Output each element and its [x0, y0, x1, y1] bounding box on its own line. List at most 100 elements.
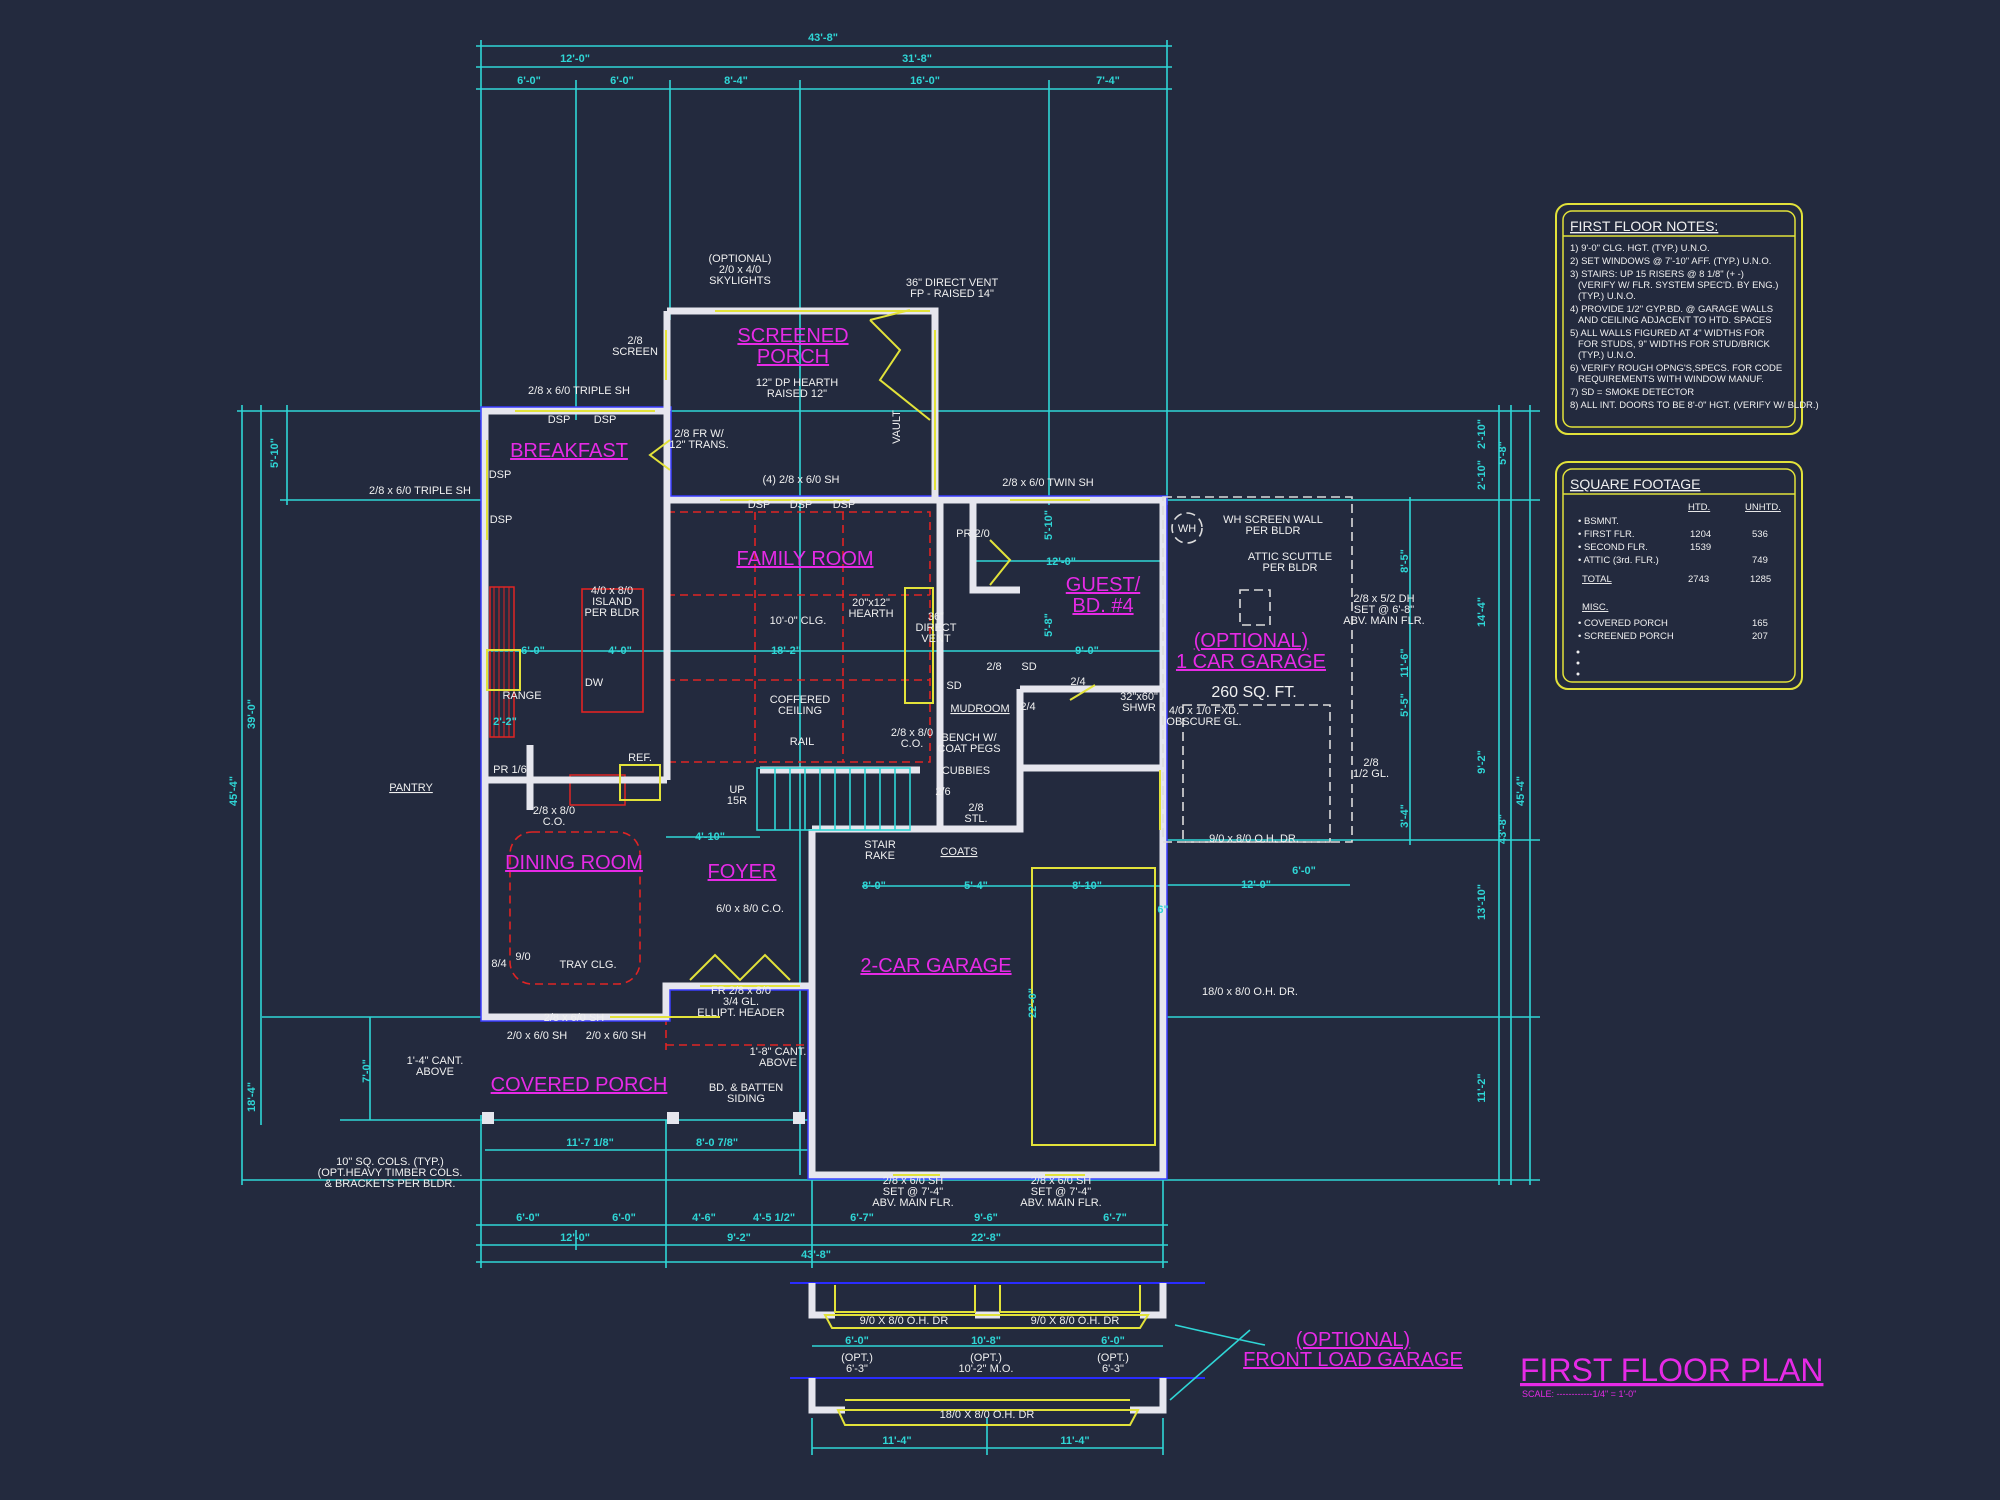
annotation-text: 9/0 X 8/0 O.H. DR	[1031, 1315, 1120, 1327]
annotation-text: 9/0 x 8/0 O.H. DR.	[1209, 833, 1299, 845]
annotation-text: 32"x60"	[1120, 691, 1158, 703]
dimension-label: 2'-2"	[493, 716, 517, 728]
annotation-text: PER BLDR	[1245, 525, 1300, 537]
annotation-text: ABV. MAIN FLR.	[1343, 615, 1425, 627]
annotation-text: FR 2/8 x 8/0	[711, 985, 771, 997]
empty-bullet	[1576, 650, 1580, 654]
dimension-grid	[237, 40, 1540, 1455]
note-item: FOR STUDS, 9" WIDTHS FOR STUD/BRICK	[1578, 339, 1770, 350]
dimension-label: 8'-0 7/8"	[696, 1137, 738, 1149]
annotation-text: 8/4	[491, 958, 506, 970]
dimension-label: 9'-6"	[974, 1212, 998, 1224]
dimension-label: 9'-0"	[1075, 645, 1099, 657]
annotation-text: HEARTH	[848, 608, 893, 620]
annotation-text: 1'-8" CANT.	[750, 1046, 807, 1058]
sqft-misc-label: MISC.	[1582, 602, 1608, 613]
column-header: UNHTD.	[1745, 502, 1781, 513]
sqft-unhtd: 536	[1752, 529, 1768, 540]
annotation-text: ABOVE	[416, 1066, 454, 1078]
annotation-text: C.O.	[543, 816, 566, 828]
dimension-label: 12'-0"	[560, 53, 590, 65]
annotation-text: 2/0 x 4/0	[719, 264, 761, 276]
area-label: MUDROOM	[950, 703, 1009, 715]
dimension-label: 2'-10"	[1476, 419, 1488, 449]
annotation-text: 9/0 X 8/0 O.H. DR	[860, 1315, 949, 1327]
annotation-text: 2/4	[1070, 676, 1085, 688]
annotation-text: SHWR	[1122, 702, 1156, 714]
dimension-label: 43'-8"	[808, 32, 838, 44]
annotation-text: RAIL	[790, 736, 814, 748]
room-label: GUEST/	[1066, 574, 1141, 596]
dimension-label: 18'-4"	[246, 1082, 258, 1112]
dimension-label: 10'-8"	[971, 1335, 1001, 1347]
dimension-label: 39'-0"	[246, 699, 258, 729]
annotation-text: PR 1/6	[493, 764, 527, 776]
annotation-text: RANGE	[502, 690, 541, 702]
dimension-label: 12'-0"	[1046, 556, 1076, 568]
dimension-label: 6'-0"	[1292, 865, 1316, 877]
annotation-text: SCREEN	[612, 346, 658, 358]
annotation-text: 2/8 x 8/0	[891, 727, 933, 739]
dimension-label: 6'-0"	[1101, 1335, 1125, 1347]
annotation-text: PER BLDR	[584, 607, 639, 619]
annotation-text: STAIR	[864, 839, 896, 851]
room-label: BREAKFAST	[510, 440, 628, 462]
annotation-text: 18/0 x 8/0 O.H. DR.	[1202, 986, 1298, 998]
annotation-text: SET @ 7'-4"	[1031, 1186, 1091, 1198]
sqft-total-htd: 2743	[1688, 574, 1709, 585]
dimension-label: 8'-10"	[1072, 880, 1102, 892]
annotation-text: 20"x12"	[852, 597, 890, 609]
note-item: REQUIREMENTS WITH WINDOW MANUF.	[1578, 374, 1764, 385]
room-label: PORCH	[757, 346, 829, 368]
dimension-label: 2'-10"	[1476, 460, 1488, 490]
dimension-label: 6'-0"	[612, 1212, 636, 1224]
annotation-text: 2/0 x 6/0 SH	[586, 1030, 647, 1042]
annotation-text: RAKE	[865, 850, 895, 862]
annotation-text: & BRACKETS PER BLDR.	[325, 1178, 456, 1190]
dimension-label: 18'-2"	[771, 645, 801, 657]
annotation-text: 15R	[727, 795, 747, 807]
annotation-text: (OPT.HEAVY TIMBER COLS.	[318, 1167, 463, 1179]
annotation-text: SD	[946, 680, 961, 692]
note-item: 1) 9'-0" CLG. HGT. (TYP.) U.N.O.	[1570, 243, 1710, 254]
empty-bullet	[1576, 672, 1580, 676]
annotation-text: 10" SQ. COLS. (TYP.)	[336, 1156, 444, 1168]
ceiling-outlines	[489, 511, 931, 1050]
dimension-label: 22'-0"	[1027, 988, 1039, 1018]
note-item: AND CEILING ADJACENT TO HTD. SPACES	[1578, 315, 1772, 326]
annotation-text: 2/8 x 6/0 SH	[1031, 1175, 1092, 1187]
dimension-label: 8'-4"	[724, 75, 748, 87]
annotation-text: VENT	[921, 633, 951, 645]
annotation-text: (OPT.)	[1097, 1352, 1129, 1364]
dimension-label: 7'-0"	[361, 1059, 373, 1083]
sqft-misc-unhtd: 207	[1752, 631, 1768, 642]
dimension-label: 6'-0"	[845, 1335, 869, 1347]
dimension-label: 5'-10"	[1043, 510, 1055, 540]
annotation-text: (4) 2/8 x 6/0 SH	[762, 474, 839, 486]
dimension-label: 16'-0"	[910, 75, 940, 87]
annotation-text: SET @ 6'-8"	[1354, 604, 1414, 616]
annotation-text: C.O.	[901, 738, 924, 750]
dimension-label: 12'-0"	[1241, 879, 1271, 891]
annotation-text: 2/8 x 6/0 SH	[544, 1012, 605, 1024]
dimension-label: 11'-6"	[1399, 648, 1411, 677]
notes-title: FIRST FLOOR NOTES:	[1570, 218, 1718, 234]
annotation-text: DSP	[833, 499, 856, 511]
annotation-text: ABOVE	[759, 1057, 797, 1069]
square-footage-title: SQUARE FOOTAGE	[1570, 476, 1700, 492]
annotation-text: 2/0 x 6/0 SH	[507, 1030, 568, 1042]
room-label: 2-CAR GARAGE	[860, 955, 1011, 977]
annotation-text: (OPTIONAL)	[709, 253, 772, 265]
annotation-text: DSP	[790, 499, 813, 511]
dimension-label: 8'-0"	[862, 880, 886, 892]
annotation-text: 12" DP HEARTH	[756, 377, 838, 389]
annotation-text: CEILING	[778, 705, 822, 717]
annotation-text: 18/0 X 8/0 O.H. DR	[940, 1409, 1035, 1421]
annotation-text: 36" DIRECT VENT	[906, 277, 999, 289]
dimension-label: 8'-5"	[1399, 549, 1411, 573]
sqft-htd: 1204	[1690, 529, 1711, 540]
annotation-text: DW	[585, 677, 604, 689]
sqft-total-label: TOTAL	[1582, 574, 1612, 585]
